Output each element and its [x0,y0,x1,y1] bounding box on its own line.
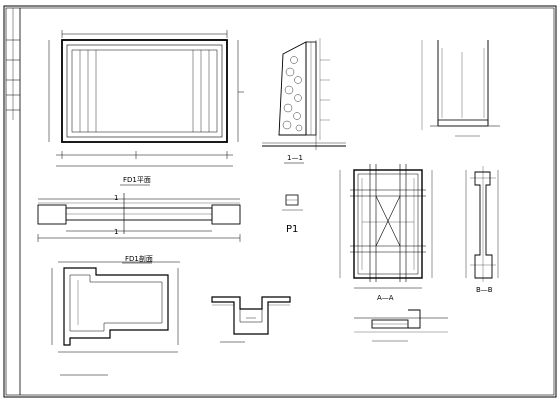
detail-top-right [421,40,500,137]
plan-view-caption: FD1平面 [123,176,151,184]
wall-section: 1—1 [262,38,346,164]
elevation-view: A—A [339,164,433,302]
wall-stone-pattern [282,56,303,132]
pier-caption: P1 [286,224,298,235]
section-view: 1 1 FD1剖面 [37,193,241,264]
section-mark-bottom: 1 [114,228,118,236]
sheet-frame [3,5,557,398]
beam-detail [354,309,448,342]
pier-detail: P1 [282,194,303,235]
elevation-caption: A—A [377,294,394,302]
section-mark-top: 1 [114,194,118,202]
channel-section [211,296,291,343]
side-section-caption: B—B [476,286,493,294]
pit-detail [51,261,180,376]
wall-section-caption: 1—1 [287,154,303,162]
plan-view: FD1平面 [48,30,244,186]
section-view-caption: FD1剖面 [125,254,153,263]
side-section: B—B [465,166,499,294]
